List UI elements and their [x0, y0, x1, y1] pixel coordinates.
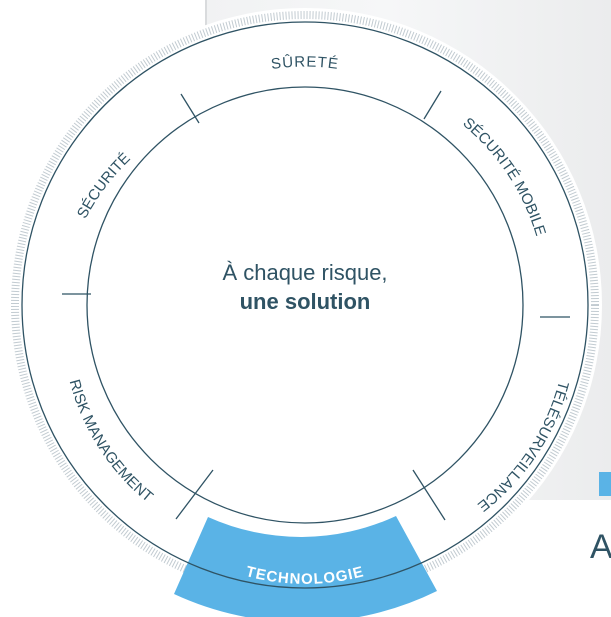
- divider-telesurv-techno: [412, 469, 446, 521]
- segment-technologie-bg[interactable]: [174, 516, 437, 617]
- divider-surete-secmobile: [423, 90, 442, 120]
- segment-label-surete[interactable]: SÛRETÉ: [270, 53, 340, 72]
- wheel-outer-ring: [21, 21, 589, 589]
- divider-securite-surete: [180, 93, 200, 124]
- center-line-2: une solution: [239, 289, 371, 314]
- accent-block: [599, 472, 611, 496]
- side-heading-text: A: [590, 528, 611, 566]
- wheel-base: [8, 8, 602, 602]
- wheel-hatch-band: [11, 11, 599, 599]
- wheel-inner-ring: [86, 86, 524, 524]
- center-line-1: À chaque risque,: [222, 260, 388, 285]
- wheel-center-text: À chaque risque, une solution: [160, 258, 450, 316]
- divider-techno-risk: [175, 469, 214, 520]
